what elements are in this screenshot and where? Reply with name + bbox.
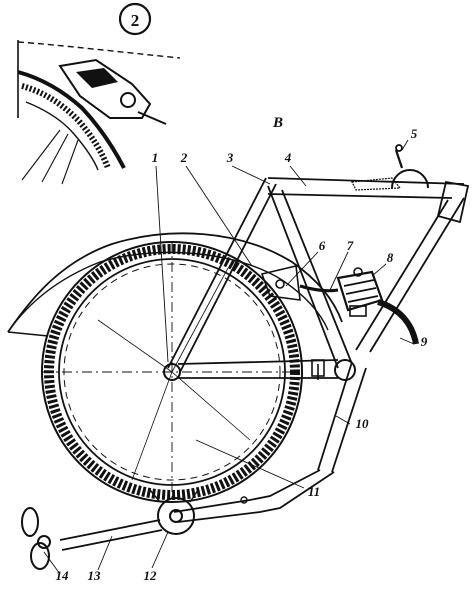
callout-labels: 1 2 3 4 5 6 7 8 9 10 11 12 13 14 <box>56 126 428 583</box>
callout-11: 11 <box>308 484 320 499</box>
callout-1: 1 <box>152 150 159 165</box>
throttle-cable <box>299 284 339 293</box>
figure-number-badge: 2 <box>118 2 152 36</box>
callout-4: 4 <box>284 150 292 165</box>
propeller <box>21 507 51 570</box>
mount-plate <box>260 265 301 301</box>
inset-detail <box>17 40 181 185</box>
callout-leaders <box>43 139 415 575</box>
callout-10: 10 <box>356 416 370 431</box>
drive-cable <box>377 299 419 345</box>
propeller-shaft-boom <box>173 469 335 523</box>
callout-3: 3 <box>226 150 234 165</box>
callout-8: 8 <box>387 250 394 265</box>
callout-14: 14 <box>56 568 70 583</box>
tank-fitting <box>391 144 429 189</box>
engine-unit <box>336 267 384 317</box>
bicycle-frame <box>167 177 470 381</box>
callout-6: 6 <box>319 238 326 253</box>
callout-9: 9 <box>421 334 428 349</box>
figure-number: 2 <box>131 11 140 30</box>
gear-housing <box>149 489 199 535</box>
callout-7: 7 <box>347 238 354 253</box>
rear-wheel <box>41 241 303 503</box>
callout-2: 2 <box>180 150 188 165</box>
callout-5: 5 <box>411 126 418 141</box>
callout-13: 13 <box>88 568 102 583</box>
callout-12: 12 <box>144 568 158 583</box>
view-label: В <box>272 115 283 131</box>
propeller-shaft <box>59 519 163 551</box>
support-strut <box>311 359 367 473</box>
